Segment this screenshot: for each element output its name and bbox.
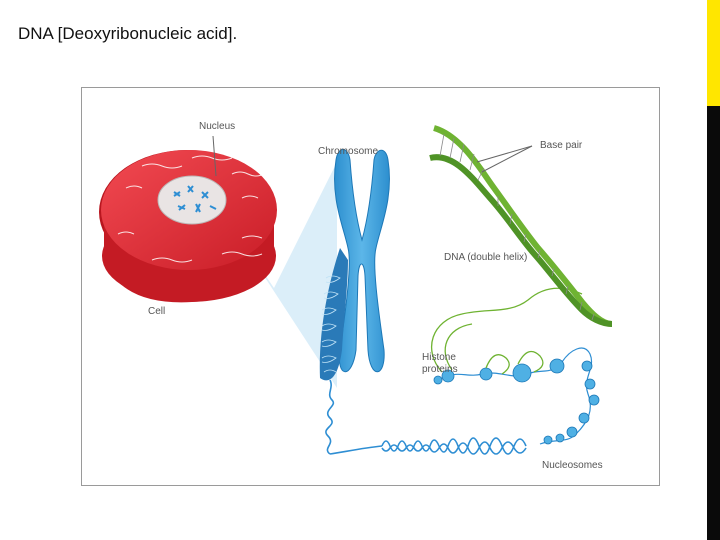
label-dna-double-helix: DNA (double helix)	[444, 252, 527, 263]
accent-bar-black	[707, 106, 720, 540]
label-nucleosomes: Nucleosomes	[542, 460, 603, 471]
nucleosomes	[434, 359, 599, 444]
label-cell: Cell	[148, 306, 165, 317]
label-nucleus: Nucleus	[199, 121, 235, 132]
accent-bar-yellow	[707, 0, 720, 106]
dna-diagram-svg: Nucleus Chromosome Base pair DNA (double…	[82, 88, 659, 485]
chromatin-fiber	[326, 380, 382, 454]
nucleus	[158, 176, 226, 224]
cell	[99, 136, 277, 302]
label-base-pair: Base pair	[540, 140, 583, 151]
dna-double-helix	[430, 128, 612, 324]
solenoid	[382, 438, 526, 454]
slide-title: DNA [Deoxyribonucleic acid].	[18, 24, 237, 44]
dna-figure: Nucleus Chromosome Base pair DNA (double…	[81, 87, 660, 486]
label-chromosome: Chromosome	[318, 146, 378, 157]
label-histone-line1: Histone	[422, 352, 456, 363]
label-histone-line2: proteins	[422, 364, 458, 375]
